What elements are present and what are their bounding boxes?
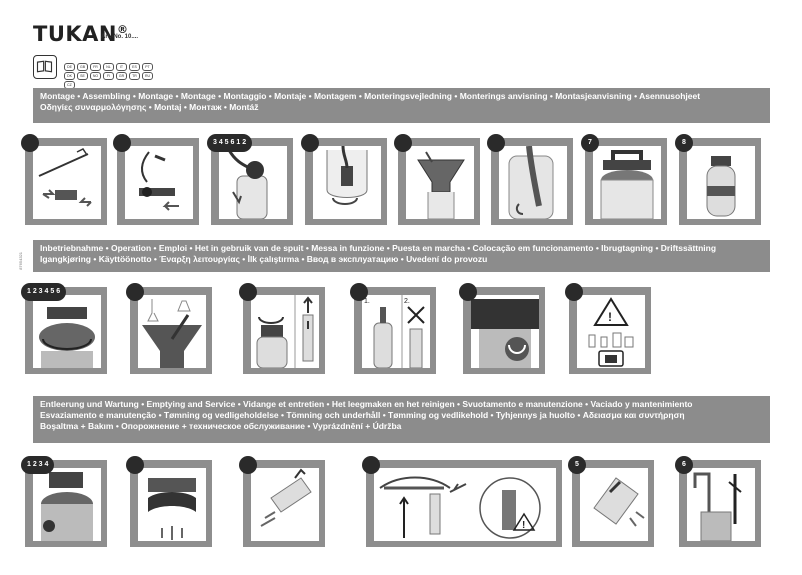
pump-up-icon: 1. 2. [362, 295, 430, 368]
emptying-step-3 [239, 456, 325, 547]
step-badge: 3 4 5 6 1 2 [207, 134, 253, 152]
operation-step-1: 1 2 3 4 5 6 [21, 283, 107, 374]
language-code-badge: NL [103, 63, 114, 71]
step-badge [239, 456, 257, 474]
step-badge [394, 134, 412, 152]
hose-valve-icon [125, 146, 193, 219]
section-emptying-title: Entleerung und Wartung • Emptying and Se… [33, 396, 770, 443]
step-badge [459, 283, 477, 301]
brand-logo: TUKAN® [33, 22, 129, 46]
step-badge: 1 2 3 4 5 6 [21, 283, 67, 301]
funnel-icon [406, 146, 474, 219]
language-code-badge: GR [116, 72, 127, 80]
step-label-1: 1. [364, 298, 370, 305]
step-badge: 5 [568, 456, 586, 474]
assembly-step-7: 7 [581, 134, 667, 225]
side-code: 87654321 [18, 252, 23, 270]
step-badge [487, 134, 505, 152]
operation-step-3 [239, 283, 325, 374]
pump-handle-icon [33, 295, 101, 368]
step-badge [362, 456, 380, 474]
emptying-step-1: 1 2 3 4 [21, 456, 107, 547]
service-valve-icon: ! [374, 468, 556, 541]
language-code-badge: PT [142, 63, 153, 71]
operation-step-5 [459, 283, 545, 374]
language-code-badge: IT [116, 63, 127, 71]
language-code-badge: TR [129, 72, 140, 80]
assembly-step-1 [21, 134, 107, 225]
storage-icon [687, 468, 755, 541]
section-operation-title: Inbetriebnahme • Operation • Emploi • He… [33, 240, 770, 272]
language-code-badge: ES [129, 63, 140, 71]
language-code-badge: DK [64, 72, 75, 80]
language-code-badge: RU [142, 72, 153, 80]
language-code-badge: NO [90, 72, 101, 80]
svg-text:!: ! [608, 310, 612, 324]
close-cap-icon [251, 295, 319, 368]
step-label-2: 2. [404, 298, 410, 305]
language-code-badge: GB [77, 63, 88, 71]
strap-icon [499, 146, 567, 219]
clean-nozzle-icon [251, 468, 319, 541]
step-badge: 6 [675, 456, 693, 474]
sprayer-icon [687, 146, 755, 219]
step-badge: 8 [675, 134, 693, 152]
step-badge [126, 283, 144, 301]
assembly-step-6 [487, 134, 573, 225]
emptying-step-4: ! [362, 456, 562, 547]
language-code-badge: SE [77, 72, 88, 80]
hose-lance-icon [33, 146, 101, 219]
step-badge: 7 [581, 134, 599, 152]
operation-step-6: ! [565, 283, 651, 374]
emptying-step-2 [126, 456, 212, 547]
language-code-badge: FI [103, 72, 114, 80]
rinse-icon [580, 468, 648, 541]
emptying-step-6: 6 [675, 456, 761, 547]
step-badge [565, 283, 583, 301]
assembly-step-4 [301, 134, 387, 225]
operation-step-4: 1. 2. [350, 283, 436, 374]
section-assembly-title: Montage • Assembling • Montage • Montage… [33, 88, 770, 123]
article-number: Art.-No. 10.... [101, 34, 139, 40]
hose-insert-icon [219, 146, 287, 219]
assembly-step-8: 8 [675, 134, 761, 225]
step-badge [301, 134, 319, 152]
step-badge [350, 283, 368, 301]
step-badge [113, 134, 131, 152]
svg-text:!: ! [522, 520, 525, 531]
fill-funnel-icon [138, 295, 206, 368]
step-badge [126, 456, 144, 474]
manual-book-icon [33, 55, 57, 79]
tank-neck-icon [313, 146, 381, 219]
pump-down-icon [471, 295, 539, 368]
language-code-badge: FR [90, 63, 101, 71]
open-tank-icon [33, 468, 101, 541]
operation-step-2 [126, 283, 212, 374]
step-badge [21, 134, 39, 152]
assembly-step-3: 3 4 5 6 1 2 [207, 134, 293, 225]
drain-icon [138, 468, 206, 541]
step-badge: 1 2 3 4 [21, 456, 55, 474]
step-badge [239, 283, 257, 301]
language-code-badge: DE [64, 63, 75, 71]
assembly-step-5 [394, 134, 480, 225]
assembly-step-2 [113, 134, 199, 225]
emptying-step-5: 5 [568, 456, 654, 547]
pump-handle-icon [593, 146, 661, 219]
warning-chemicals-icon: ! [577, 295, 645, 368]
